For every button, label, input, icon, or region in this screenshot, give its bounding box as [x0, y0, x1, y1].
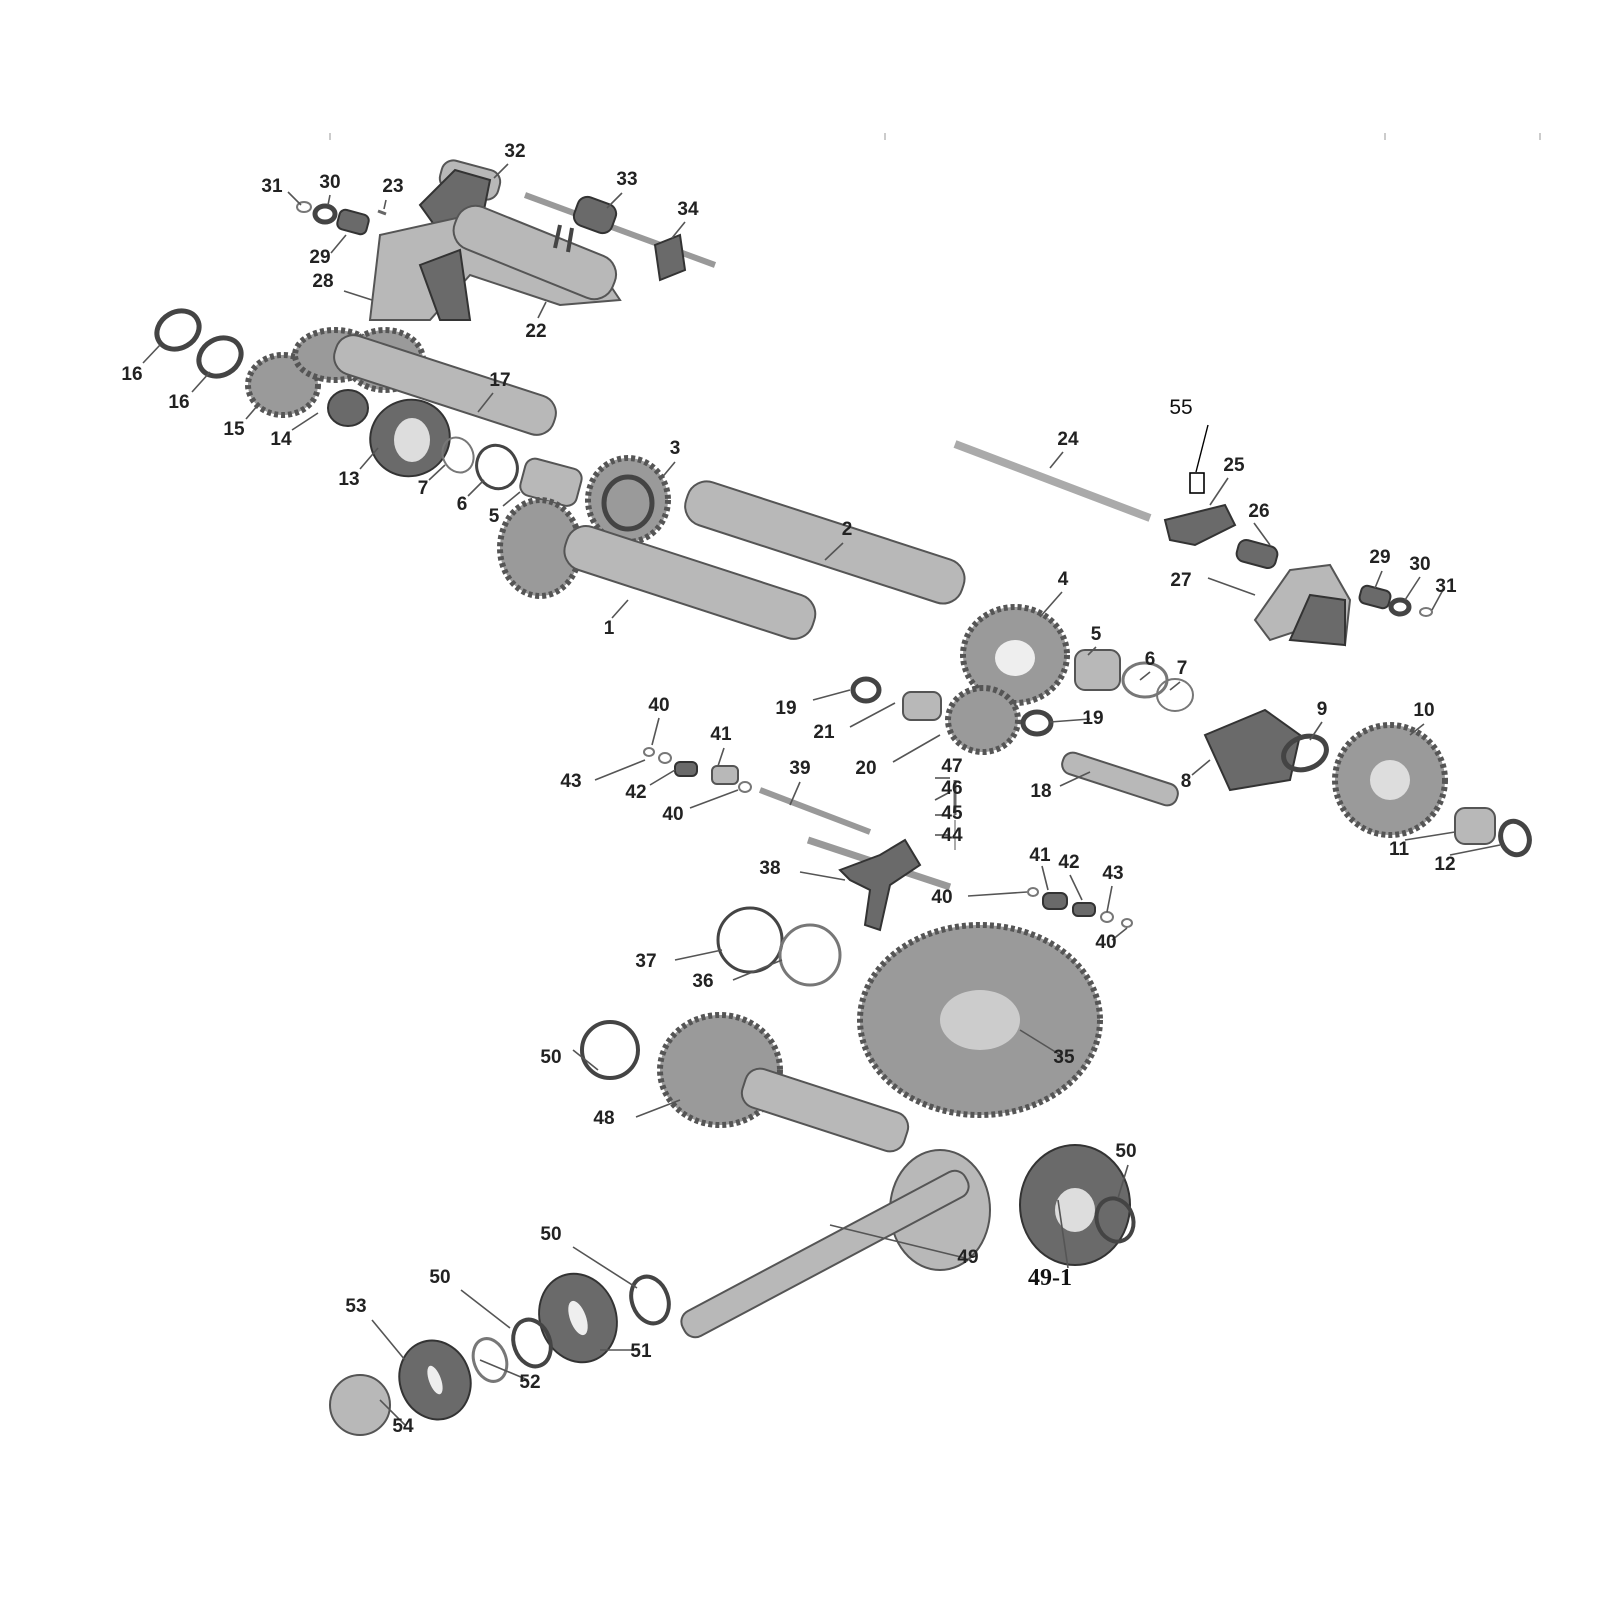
part-label-13: 13	[338, 469, 359, 490]
part-label-45: 45	[941, 803, 963, 824]
part-label-51: 51	[630, 1341, 652, 1362]
part-label-35: 35	[1053, 1047, 1075, 1068]
part-label-29b: 29	[1369, 547, 1390, 568]
mainshaft-assembly	[497, 455, 966, 640]
part-label-40d: 40	[1095, 932, 1116, 953]
part-label-42a: 42	[625, 782, 646, 803]
part-label-10: 10	[1413, 700, 1434, 721]
part-label-17: 17	[489, 370, 510, 391]
part-label-40b: 40	[662, 804, 683, 825]
part-label-24: 24	[1057, 429, 1079, 450]
part-label-14: 14	[270, 429, 292, 450]
part-label-26: 26	[1248, 501, 1269, 522]
part-label-52: 52	[519, 1372, 540, 1393]
part-label-50c: 50	[540, 1224, 561, 1245]
part-label-19a: 19	[775, 698, 796, 719]
part-label-54: 54	[392, 1416, 414, 1437]
part-label-16b: 16	[168, 392, 189, 413]
part-label-40a: 40	[648, 695, 669, 716]
part-label-7a: 7	[418, 478, 429, 499]
part-label-3: 3	[670, 438, 681, 459]
part-label-1: 1	[604, 618, 615, 639]
part-label-11: 11	[1389, 839, 1410, 860]
shift-fork-24-27-assembly	[953, 424, 1433, 647]
part-label-18: 18	[1030, 781, 1051, 802]
part-label-37: 37	[635, 951, 656, 972]
part-label-33: 33	[616, 169, 637, 190]
part-55-marker	[1189, 472, 1205, 494]
part-label-40c: 40	[931, 887, 952, 908]
part-label-21: 21	[813, 722, 835, 743]
part-label-50d: 50	[429, 1267, 450, 1288]
detent-set-right	[1027, 887, 1133, 928]
part-label-30b: 30	[1409, 554, 1430, 575]
part-label-2: 2	[842, 519, 853, 540]
part-label-20: 20	[855, 758, 876, 779]
part-label-8: 8	[1181, 771, 1192, 792]
part-label-7b: 7	[1177, 658, 1188, 679]
part-label-50b: 50	[1115, 1141, 1136, 1162]
part-label-4: 4	[1058, 569, 1069, 590]
part-label-43b: 43	[1102, 863, 1123, 884]
leader-lines	[142, 163, 1501, 1426]
part-label-50a: 50	[540, 1047, 561, 1068]
part-label-36: 36	[692, 971, 713, 992]
part-label-49-1: 49-1	[1028, 1265, 1072, 1291]
part-label-9: 9	[1317, 699, 1328, 720]
part-label-41a: 41	[710, 724, 732, 745]
layshaft-17-assembly	[154, 308, 583, 507]
part-label-16a: 16	[121, 364, 142, 385]
part-label-32: 32	[504, 141, 525, 162]
part-label-15: 15	[223, 419, 245, 440]
part-label-44: 44	[941, 825, 963, 846]
differential-assembly	[580, 906, 1103, 1153]
part-label-53: 53	[345, 1296, 366, 1317]
output-shaft-assembly	[329, 1144, 1136, 1436]
part-label-22: 22	[525, 321, 546, 342]
part-label-38: 38	[759, 858, 780, 879]
part-label-31b: 31	[1435, 576, 1457, 597]
detent-fork-38-assembly	[643, 747, 957, 932]
part-label-47: 47	[941, 756, 962, 777]
part-label-41b: 41	[1029, 845, 1051, 866]
part-label-6b: 6	[1145, 649, 1156, 670]
part-label-39: 39	[789, 758, 810, 779]
part-label-6a: 6	[457, 494, 468, 515]
part-label-29a: 29	[309, 247, 330, 268]
part-label-43a: 43	[560, 771, 581, 792]
part-label-42b: 42	[1058, 852, 1079, 873]
part-label-49: 49	[957, 1247, 978, 1268]
shift-drum-assembly	[296, 159, 717, 321]
part-label-55: 55	[1169, 396, 1192, 419]
countershaft-cluster	[850, 604, 1532, 858]
part-label-5b: 5	[1091, 624, 1102, 645]
part-label-27: 27	[1170, 570, 1191, 591]
part-label-5a: 5	[489, 506, 500, 527]
part-label-31a: 31	[261, 176, 283, 197]
part-label-30a: 30	[319, 172, 340, 193]
part-label-19b: 19	[1082, 708, 1103, 729]
part-label-34: 34	[677, 199, 699, 220]
part-label-28: 28	[312, 271, 333, 292]
part-label-46: 46	[941, 778, 962, 799]
part-label-23: 23	[382, 176, 403, 197]
part-label-12: 12	[1434, 854, 1455, 875]
part-label-48: 48	[593, 1108, 614, 1129]
part-label-25: 25	[1223, 455, 1245, 476]
